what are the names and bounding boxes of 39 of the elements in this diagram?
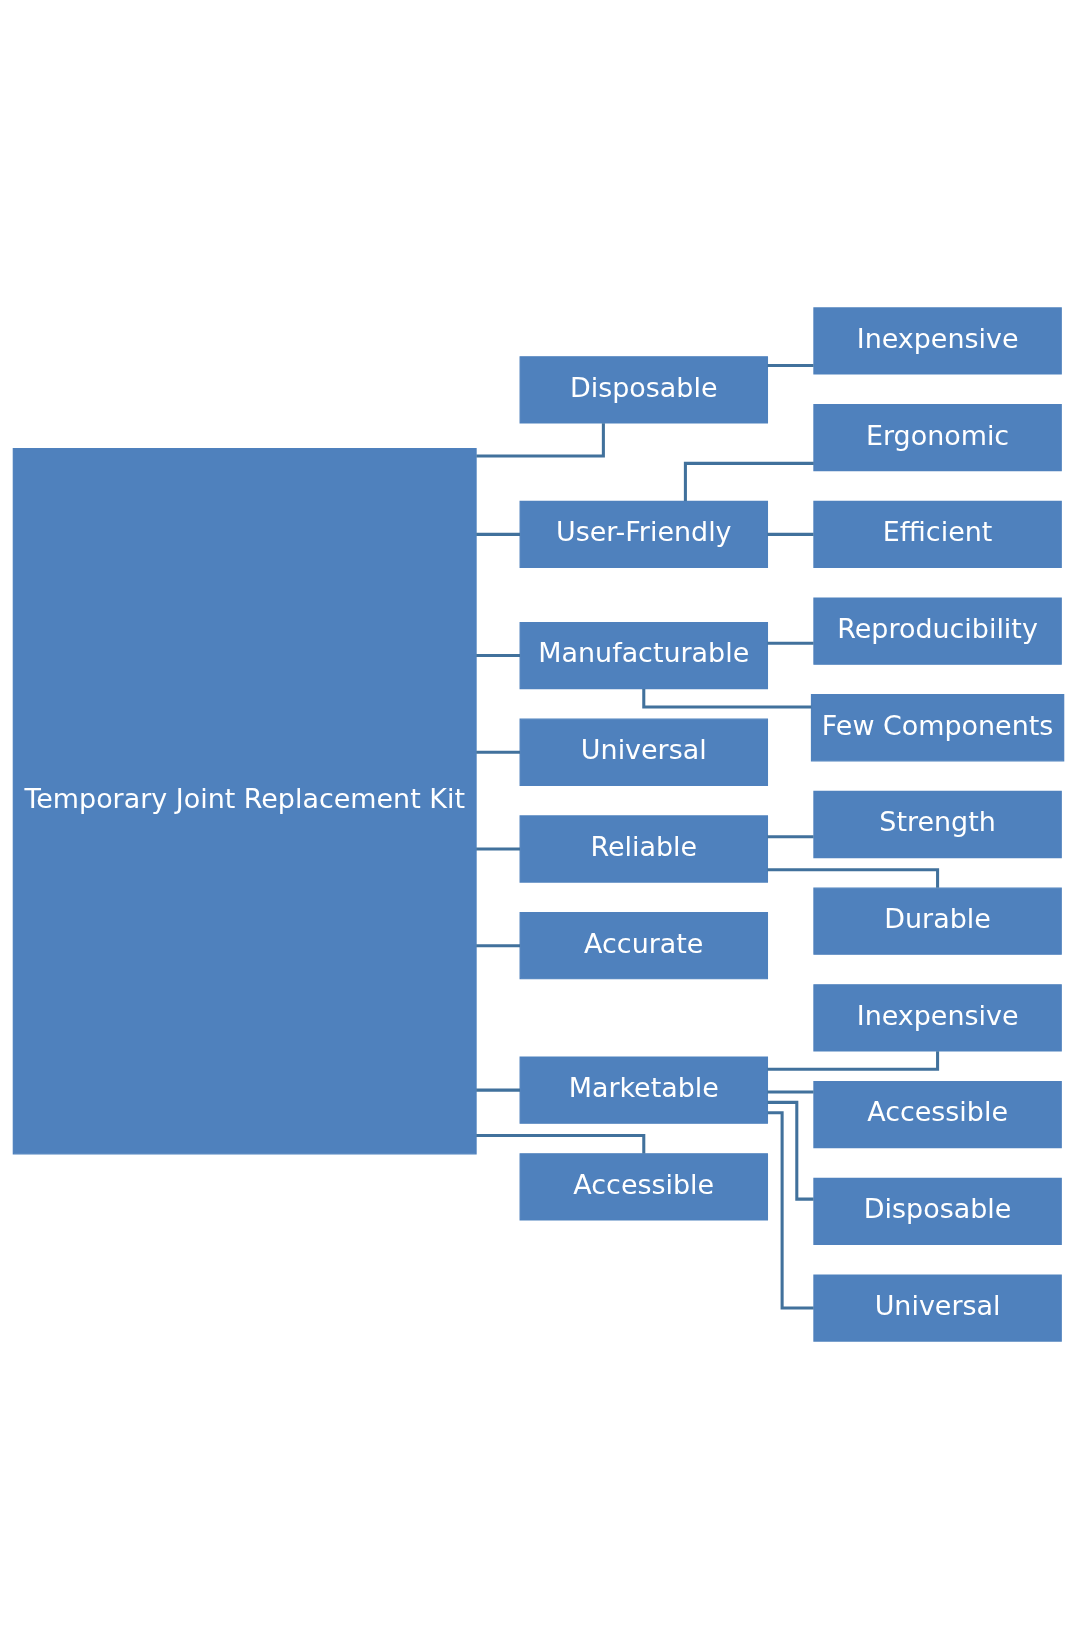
connector: [476, 422, 605, 458]
connector: [767, 1110, 814, 1310]
node-box: Ergonomic: [813, 403, 1062, 471]
node-box: Temporary Joint Replacement Kit: [12, 447, 477, 1154]
node-box: Reproducibility: [813, 596, 1062, 665]
node-box: Inexpensive: [813, 983, 1062, 1052]
connector: [683, 461, 814, 501]
node-box: Accessible: [813, 1080, 1062, 1148]
connector: [767, 641, 814, 645]
node-box: Durable: [813, 887, 1062, 955]
node-box: Manufacturable: [519, 621, 769, 689]
node-box: Universal: [813, 1273, 1062, 1342]
node-box: Reliable: [519, 814, 769, 883]
connector: [767, 1100, 814, 1201]
connector: [767, 532, 814, 536]
node-box: Disposable: [519, 355, 769, 424]
connector: [476, 1133, 646, 1153]
connector: [476, 750, 521, 754]
connector: [476, 943, 521, 947]
node-box: Universal: [519, 718, 769, 786]
node-box: Inexpensive: [813, 306, 1062, 375]
connector: [476, 846, 521, 850]
connector: [642, 688, 812, 708]
connector: [476, 653, 521, 657]
connector: [767, 363, 814, 367]
connector: [476, 532, 521, 536]
connector: [476, 1088, 521, 1092]
connector: [767, 867, 940, 888]
node-box: Accessible: [519, 1152, 769, 1220]
connector: [767, 1050, 940, 1071]
node-box: Marketable: [519, 1056, 769, 1124]
node-box: Accurate: [519, 911, 769, 979]
node-box: Efficient: [813, 500, 1062, 568]
node-box: Few Components: [810, 693, 1065, 761]
connector: [767, 834, 814, 838]
node-box: User-Friendly: [519, 500, 769, 568]
node-box: Disposable: [813, 1177, 1062, 1245]
node-box: Strength: [813, 790, 1062, 858]
connector: [767, 1089, 814, 1093]
